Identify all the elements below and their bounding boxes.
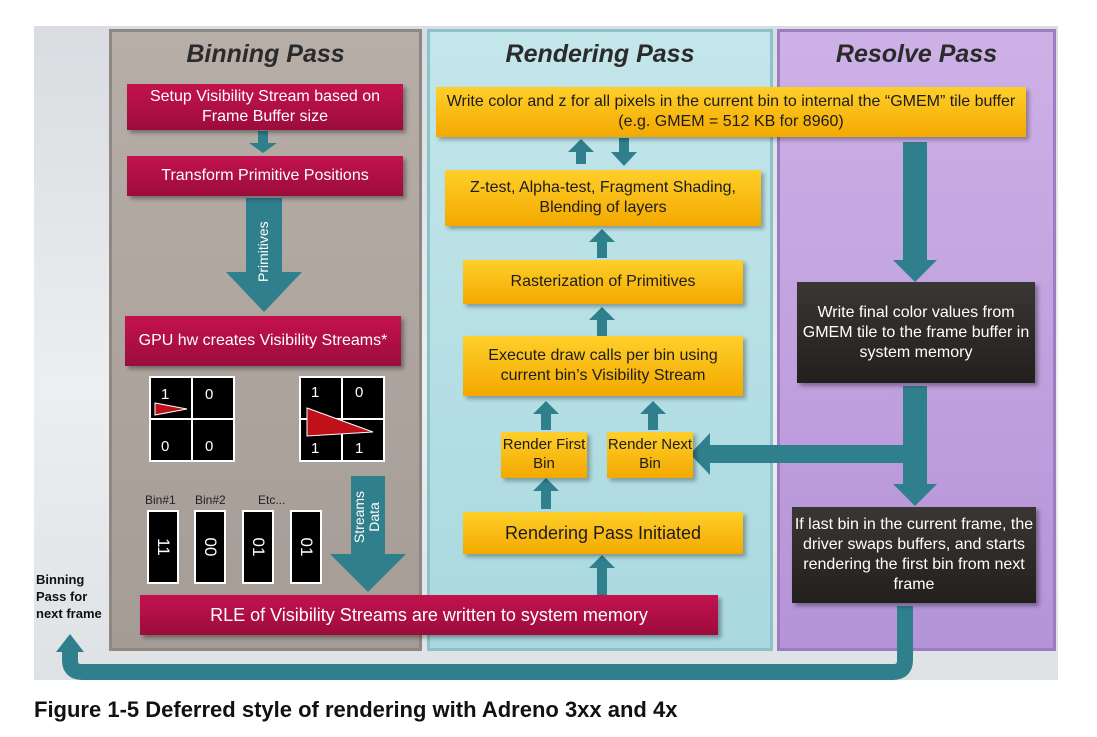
execute-draw-calls-box: Execute draw calls per bin using current…	[463, 336, 743, 396]
triangle-small	[154, 402, 188, 416]
bin-stream-4: 01	[290, 510, 322, 584]
arrow-to-render-next	[708, 445, 915, 463]
grid1-cell-3: 0	[161, 438, 170, 455]
bin-stream-2: 00	[194, 510, 226, 584]
bin-label-2: Bin#2	[195, 493, 226, 507]
transform-primitive-box: Transform Primitive Positions	[127, 156, 403, 196]
arrow-first-up	[541, 412, 551, 430]
bin-label-1: Bin#1	[145, 493, 176, 507]
ztest-fragment-box: Z-test, Alpha-test, Fragment Shading, Bl…	[445, 170, 761, 226]
rasterization-box: Rasterization of Primitives	[463, 260, 743, 304]
arrow-first-to-init	[541, 489, 551, 509]
grid2-cell-1: 1	[311, 384, 320, 401]
render-next-bin-box: Render Next Bin	[607, 432, 693, 478]
write-final-color-box: Write final color values from GMEM tile …	[797, 282, 1035, 383]
figure-caption: Figure 1-5 Deferred style of rendering w…	[34, 697, 678, 722]
bin-grid-1: 1 0 0 0	[149, 376, 235, 462]
arrow-setup-to-transform	[258, 131, 268, 145]
rle-visibility-box: RLE of Visibility Streams are written to…	[140, 595, 718, 635]
grid1-cell-4: 0	[205, 438, 214, 455]
primitives-label: Primitives	[255, 221, 271, 282]
bin-stream-3-value: 01	[249, 537, 268, 557]
last-bin-swap-box: If last bin in the current frame, the dr…	[792, 507, 1036, 603]
arrow-write-to-ztest	[619, 138, 629, 154]
arrow-ztest-to-write	[576, 150, 586, 164]
bin-stream-4-value: 01	[297, 537, 316, 557]
arrow-streams-data	[351, 476, 385, 556]
triangle-large	[306, 407, 374, 437]
bin-stream-2-value: 00	[201, 537, 220, 557]
write-color-gmem-box: Write color and z for all pixels in the …	[436, 87, 1026, 137]
binning-next-frame-label: Binning Pass for next frame	[36, 572, 102, 621]
arrow-raster-to-ztest	[597, 240, 607, 258]
bin-stream-1-value: 11	[154, 538, 173, 556]
arrow-primitives	[246, 198, 282, 274]
arrow-resolve-down-2	[903, 386, 927, 486]
bin-stream-1: 11	[147, 510, 179, 584]
setup-visibility-stream-box: Setup Visibility Stream based on Frame B…	[127, 84, 403, 130]
arrow-init-to-rle	[597, 566, 607, 596]
arrow-resolve-down-1	[903, 142, 927, 262]
grid2-cell-3: 1	[311, 440, 320, 457]
bin-stream-3: 01	[242, 510, 274, 584]
arrow-exec-to-raster	[597, 318, 607, 336]
binning-pass-title: Binning Pass	[186, 40, 345, 68]
bin-label-etc: Etc...	[258, 493, 286, 507]
gpu-creates-visibility-box: GPU hw creates Visibility Streams*	[125, 316, 401, 366]
grid1-cell-1: 1	[161, 386, 170, 403]
render-first-bin-box: Render First Bin	[501, 432, 587, 478]
resolve-pass-title: Resolve Pass	[835, 40, 998, 68]
rendering-pass-initiated-box: Rendering Pass Initiated	[463, 512, 743, 554]
grid2-cell-4: 1	[355, 440, 364, 457]
grid1-cell-2: 0	[205, 386, 214, 403]
grid2-cell-2: 0	[355, 384, 364, 401]
streams-data-label: Streams Data	[351, 490, 383, 544]
arrow-next-up	[648, 412, 658, 430]
arrow-loop-back	[62, 606, 913, 680]
rendering-pass-title: Rendering Pass	[505, 40, 695, 68]
bin-grid-2: 1 0 1 1	[299, 376, 385, 462]
